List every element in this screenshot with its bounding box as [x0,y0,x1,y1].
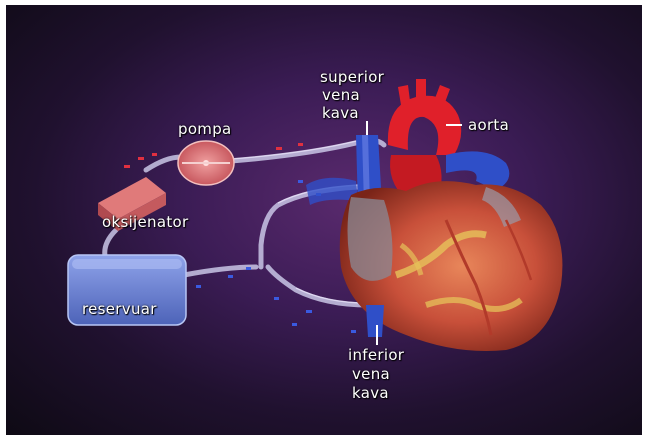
superior-vena-cava-label-line2: vena [322,87,360,103]
superior-vena-cava-label-line3: kava [322,105,359,121]
pump [178,141,234,185]
inferior-vena-cava-label-line3: kava [352,385,389,401]
superior-vena-cava-label-line1: superior [320,69,384,85]
pump-label: pompa [178,121,232,137]
inferior-vena-cava-label-line2: vena [352,366,390,382]
reservoir-label: reservuar [82,301,157,317]
inferior-vena-cava [366,305,384,337]
oxygenator-label: oksijenator [102,214,188,230]
inferior-vena-cava-label-line1: inferior [348,347,404,363]
heart-bypass-illustration: pompa oksijenator reservuar aorta superi… [6,5,642,435]
aorta-label: aorta [468,117,509,133]
